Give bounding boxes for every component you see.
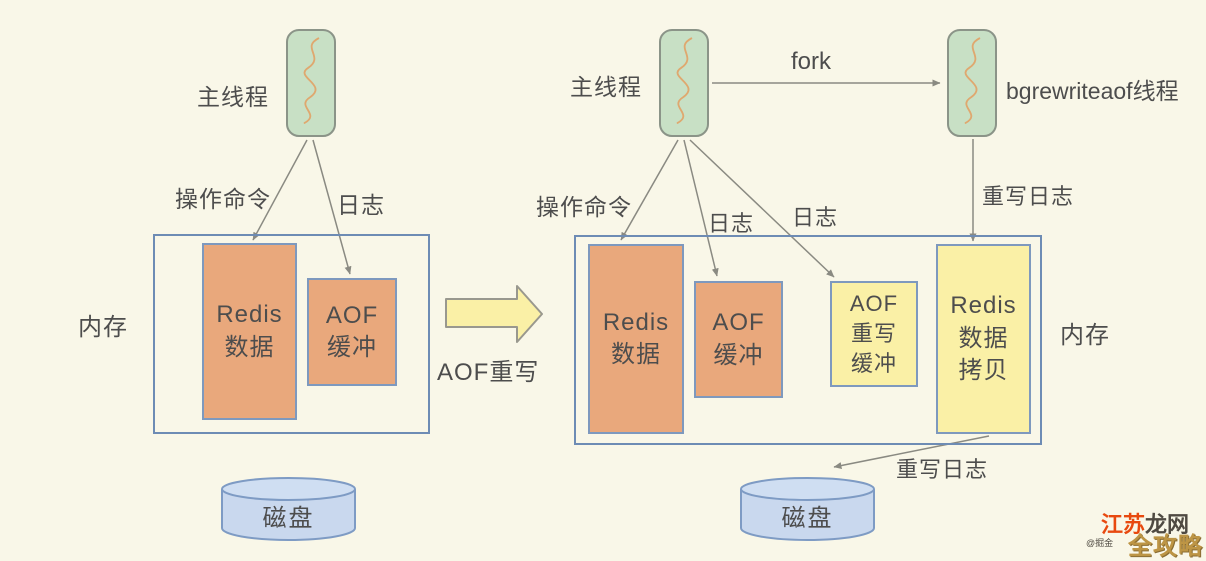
left-memory-box	[153, 234, 430, 434]
left-cmd-arrow-label: 操作命令	[175, 186, 271, 212]
disk-cylinder-icon	[740, 477, 875, 541]
watermark-brand-part2: 龙网	[1145, 512, 1190, 537]
watermark-brand-part1: 江苏	[1101, 512, 1146, 537]
right-main-thread-label: 主线程	[570, 74, 642, 100]
right-rewrite-log-label-top: 重写日志	[982, 184, 1075, 209]
redis-data-copy-box: Redis 数据 拷贝	[936, 244, 1031, 434]
left-aof-buffer-box: AOF 缓冲	[307, 278, 397, 386]
thread-squiggle-icon	[964, 37, 981, 124]
right-disk-label: 磁盘	[781, 505, 834, 532]
watermark-badge: 全攻略	[1128, 533, 1203, 560]
left-main-thread-node	[286, 29, 336, 137]
bgrewriteaof-thread-node	[947, 29, 997, 137]
right-memory-label: 内存	[1060, 322, 1110, 349]
left-memory-label: 内存	[78, 314, 128, 341]
left-disk-label: 磁盘	[262, 505, 315, 532]
disk-cylinder-icon	[221, 477, 356, 541]
fork-label: fork	[791, 48, 832, 75]
right-redis-data-box: Redis 数据	[588, 244, 684, 434]
left-disk: 磁盘	[220, 476, 357, 542]
thread-squiggle-icon	[303, 37, 320, 124]
left-main-thread-label: 主线程	[197, 84, 269, 110]
right-rewrite-log-label-bottom: 重写日志	[896, 457, 989, 482]
right-log-arrow-label-1: 日志	[708, 211, 755, 236]
right-cmd-arrow-label: 操作命令	[536, 194, 632, 220]
thread-squiggle-icon	[676, 37, 693, 124]
left-log-arrow-label: 日志	[337, 192, 385, 218]
watermark-handle: @掘金	[1086, 538, 1114, 548]
aof-rewrite-arrow-label: AOF重写	[437, 359, 540, 386]
watermark-brand: 江苏龙网	[1101, 507, 1189, 539]
aof-rewrite-block-arrow	[445, 285, 543, 343]
right-main-thread-node	[659, 29, 709, 137]
right-disk: 磁盘	[739, 476, 876, 542]
bgrewriteaof-thread-label: bgrewriteaof线程	[1006, 78, 1179, 104]
left-redis-data-box: Redis 数据	[202, 243, 297, 420]
aof-rewrite-buffer-box: AOF 重写 缓冲	[830, 281, 918, 387]
right-aof-buffer-box: AOF 缓冲	[694, 281, 783, 398]
right-memory-box	[574, 235, 1042, 445]
right-log-arrow-label-2: 日志	[792, 205, 839, 230]
